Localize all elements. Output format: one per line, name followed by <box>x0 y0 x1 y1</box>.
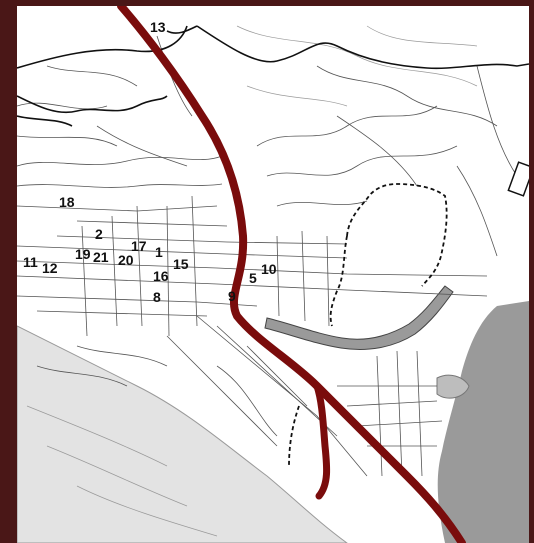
site-label-11: 11 <box>23 254 38 270</box>
site-label-5: 5 <box>249 270 257 286</box>
site-label-9: 9 <box>228 288 236 304</box>
boundary-lines <box>17 25 529 127</box>
island-shape <box>442 447 457 469</box>
hill-shading-area <box>17 325 348 543</box>
trail-dashed-route <box>288 183 448 467</box>
road-marker-right <box>507 161 529 197</box>
site-label-15: 15 <box>173 256 189 272</box>
site-label-18: 18 <box>59 194 75 210</box>
site-label-16: 16 <box>153 268 169 284</box>
creek-inlet <box>264 285 454 350</box>
bay-water-area <box>437 301 529 543</box>
site-label-13: 13 <box>150 19 166 35</box>
highway-main-route <box>117 6 466 543</box>
terrain-contours <box>26 25 478 537</box>
site-label-12: 12 <box>42 260 58 276</box>
site-label-17: 17 <box>131 238 147 254</box>
map-viewport[interactable]: 13 18 2 17 1 19 21 20 11 12 16 15 5 10 8… <box>17 6 529 543</box>
site-labels: 13 18 2 17 1 19 21 20 11 12 16 15 5 10 8… <box>23 19 277 305</box>
site-label-19: 19 <box>75 246 91 262</box>
site-label-10: 10 <box>261 261 277 277</box>
site-label-21: 21 <box>93 249 109 265</box>
site-label-8: 8 <box>153 289 161 305</box>
marsh-shape <box>436 374 470 399</box>
highway-branch-route <box>313 382 331 500</box>
site-label-2: 2 <box>95 226 103 242</box>
site-label-1: 1 <box>155 244 163 260</box>
site-label-20: 20 <box>118 252 134 268</box>
street-network <box>17 35 518 477</box>
